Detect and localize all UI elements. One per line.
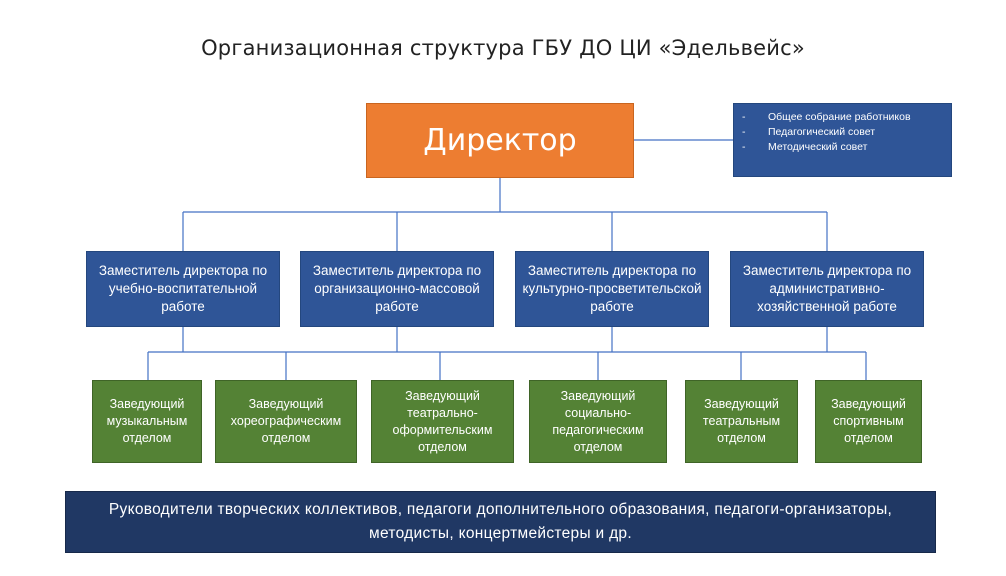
chart-title: Организационная структура ГБУ ДО ЦИ «Эде… <box>201 36 805 60</box>
list-item: - Методический совет <box>742 140 943 155</box>
list-marker: - <box>742 126 746 138</box>
list-item: - Общее собрание работников <box>742 110 943 125</box>
department-head-box-1: Заведующий музыкальным отделом <box>92 380 202 463</box>
department-head-label: Заведующий спортивным отделом <box>831 397 906 445</box>
deputy-box-3: Заместитель директора по культурно-просв… <box>515 251 709 327</box>
deputy-label: Заместитель директора по организационно-… <box>312 263 482 314</box>
department-head-box-5: Заведующий театральным отделом <box>685 380 798 463</box>
department-head-label: Заведующий театрально-оформительским отд… <box>392 388 493 454</box>
department-head-box-4: Заведующий социально-педагогическим отде… <box>529 380 667 463</box>
director-label: Директор <box>423 123 577 158</box>
department-head-box-6: Заведующий спортивным отделом <box>815 380 922 463</box>
department-head-label: Заведующий музыкальным отделом <box>106 397 188 445</box>
deputy-box-1: Заместитель директора по учебно-воспитат… <box>86 251 280 327</box>
staff-box: Руководители творческих коллективов, пед… <box>65 491 936 553</box>
deputy-label: Заместитель директора по административно… <box>742 263 912 314</box>
list-item-label: Педагогический совет <box>768 126 876 138</box>
list-item: - Педагогический совет <box>742 125 943 140</box>
department-head-label: Заведующий хореографическим отделом <box>230 397 342 445</box>
collegial-bodies-list: - Общее собрание работников - Педагогическ… <box>742 110 943 155</box>
deputy-box-4: Заместитель директора по административно… <box>730 251 924 327</box>
list-item-label: Общее собрание работников <box>768 111 911 123</box>
deputy-box-2: Заместитель директора по организационно-… <box>300 251 494 327</box>
department-head-label: Заведующий театральным отделом <box>702 397 781 445</box>
department-head-box-2: Заведующий хореографическим отделом <box>215 380 357 463</box>
deputy-label: Заместитель директора по культурно-просв… <box>522 263 702 314</box>
staff-label: Руководители творческих коллективов, пед… <box>108 501 893 542</box>
department-head-label: Заведующий социально-педагогическим отде… <box>552 388 644 454</box>
list-marker: - <box>742 141 746 153</box>
director-box: Директор <box>366 103 634 178</box>
collegial-bodies-box: - Общее собрание работников - Педагогическ… <box>733 103 952 177</box>
list-marker: - <box>742 111 746 123</box>
deputy-label: Заместитель директора по учебно-воспитат… <box>98 263 268 314</box>
list-item-label: Методический совет <box>768 141 868 153</box>
department-head-box-3: Заведующий театрально-оформительским отд… <box>371 380 514 463</box>
